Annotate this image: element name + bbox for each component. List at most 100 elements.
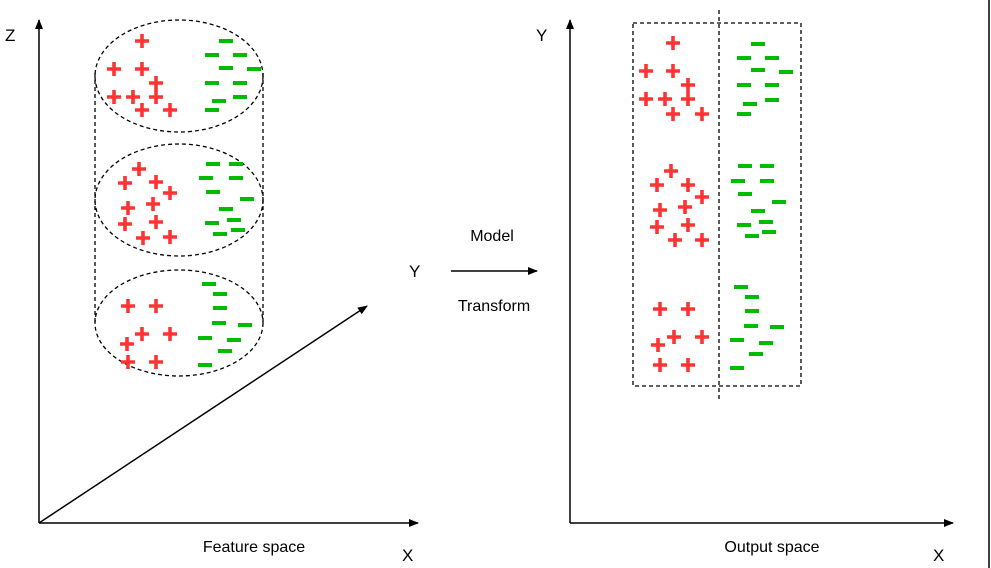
x-axis-label: X [402, 546, 413, 565]
positive-sample-marker [163, 327, 177, 342]
positive-sample-marker [149, 76, 163, 90]
positive-sample-marker [681, 302, 695, 317]
negative-sample-marker [212, 321, 226, 325]
negative-sample-marker [738, 164, 752, 168]
positive-sample-marker [107, 90, 121, 104]
negative-sample-marker [213, 292, 227, 296]
positive-sample-marker [149, 175, 163, 189]
negative-sample-marker [751, 68, 765, 72]
negative-sample-marker [738, 192, 752, 196]
positive-sample-marker [163, 103, 177, 117]
negative-sample-marker [227, 338, 241, 342]
negative-sample-marker [206, 162, 220, 166]
positive-sample-marker [678, 200, 692, 214]
positive-sample-marker [667, 330, 681, 345]
negative-sample-marker [737, 56, 751, 60]
positive-sample-marker [666, 36, 680, 50]
positive-sample-marker [681, 218, 695, 232]
positive-sample-marker [681, 358, 695, 373]
positive-sample-marker [107, 61, 121, 76]
negative-sample-marker [213, 306, 227, 310]
negative-sample-marker [744, 324, 758, 328]
negative-sample-marker [198, 336, 212, 340]
positive-sample-marker [149, 355, 163, 370]
positive-sample-marker [681, 178, 695, 192]
positive-sample-marker [163, 186, 177, 200]
negative-sample-marker [205, 53, 219, 57]
negative-sample-marker [743, 102, 757, 106]
output-x-axis-label: X [933, 546, 944, 565]
positive-sample-marker [681, 78, 695, 92]
positive-sample-marker [666, 63, 680, 78]
negative-sample-marker [213, 232, 227, 236]
positive-sample-marker [664, 164, 678, 178]
cluster-ellipse-bottom [94, 269, 264, 377]
feature-space-caption: Feature space [203, 539, 305, 556]
negative-sample-marker [202, 282, 216, 286]
negative-sample-marker [760, 164, 774, 168]
y-axis-label: Y [409, 262, 420, 281]
negative-sample-marker [745, 234, 759, 238]
z-axis-label: Z [5, 26, 15, 45]
feature-space-panel: Z Y X Feature space [5, 19, 420, 565]
positive-sample-marker [118, 176, 132, 190]
negative-sample-marker [762, 230, 776, 234]
positive-sample-marker [118, 217, 132, 231]
positive-sample-marker [695, 190, 709, 204]
negative-sample-marker [212, 99, 226, 103]
negative-sample-marker [765, 83, 779, 87]
negative-sample-marker [730, 338, 744, 342]
negative-sample-marker [198, 363, 212, 367]
negative-sample-marker [233, 81, 247, 85]
negative-sample-marker [205, 221, 219, 225]
positive-sample-marker [146, 197, 160, 211]
positive-sample-marker [650, 220, 664, 234]
output-space-markers [639, 36, 793, 373]
positive-sample-marker [653, 203, 667, 217]
positive-sample-marker [149, 215, 163, 229]
negative-sample-marker [760, 179, 774, 183]
positive-sample-marker [149, 90, 163, 104]
negative-sample-marker [751, 42, 765, 46]
positive-sample-marker [668, 233, 682, 247]
negative-sample-marker [229, 162, 243, 166]
positive-sample-marker [120, 337, 134, 352]
negative-sample-marker [779, 70, 793, 74]
negative-sample-marker [745, 309, 759, 313]
positive-sample-marker [163, 230, 177, 244]
positive-sample-marker [695, 233, 709, 247]
transform-arrow-group: Model Transform [451, 228, 538, 315]
negative-sample-marker [219, 39, 233, 43]
negative-sample-marker [751, 209, 765, 213]
negative-sample-marker [240, 197, 254, 201]
negative-sample-marker [219, 66, 233, 70]
positive-sample-marker [135, 61, 149, 76]
negative-sample-marker [737, 223, 751, 227]
negative-sample-marker [749, 352, 763, 356]
negative-sample-marker [231, 228, 245, 232]
negative-sample-marker [233, 95, 247, 99]
negative-sample-marker [765, 98, 779, 102]
negative-sample-marker [765, 56, 779, 60]
negative-sample-marker [206, 190, 220, 194]
negative-sample-marker [227, 218, 241, 222]
negative-sample-marker [205, 108, 219, 112]
transform-label: Transform [458, 298, 530, 315]
positive-sample-marker [653, 358, 667, 373]
positive-sample-marker [695, 330, 709, 345]
y-axis [38, 305, 368, 524]
negative-sample-marker [730, 366, 744, 370]
negative-sample-marker [759, 341, 773, 345]
output-space-caption: Output space [724, 539, 819, 556]
model-label: Model [470, 228, 514, 245]
positive-sample-marker [650, 178, 664, 192]
negative-sample-marker [731, 179, 745, 183]
positive-sample-marker [639, 92, 653, 106]
negative-sample-marker [737, 112, 751, 116]
positive-sample-marker [121, 355, 135, 370]
negative-sample-marker [219, 207, 233, 211]
positive-sample-marker [135, 103, 149, 117]
negative-sample-marker [238, 323, 252, 327]
cluster-ellipse-middle [94, 143, 264, 257]
